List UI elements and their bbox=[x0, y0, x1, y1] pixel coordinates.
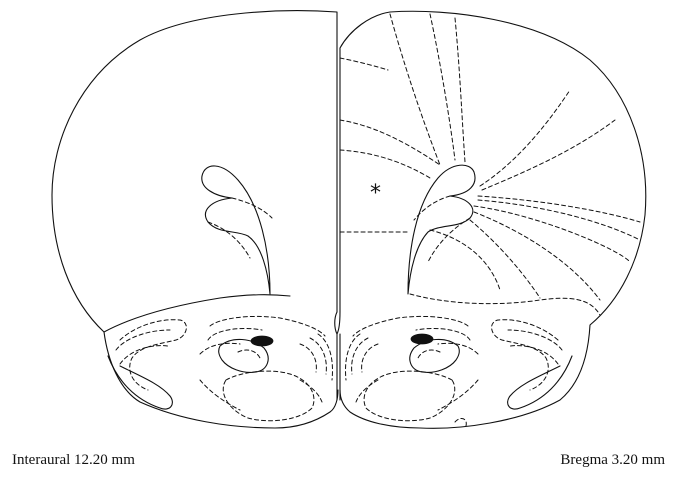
midline-fissure bbox=[335, 312, 340, 334]
right-hemisphere-outline bbox=[340, 11, 646, 428]
right-lateral-ventricle bbox=[408, 165, 475, 294]
right-cortical-area-boundaries bbox=[340, 14, 640, 315]
interaural-caption: Interaural 12.20 mm bbox=[12, 452, 135, 469]
left-ventricle-dashed-wall bbox=[208, 198, 272, 258]
left-dark-nucleus bbox=[251, 336, 273, 346]
coronal-brain-section: * bbox=[0, 0, 675, 440]
left-hemisphere-outline bbox=[52, 11, 338, 428]
right-dark-nucleus bbox=[411, 334, 433, 344]
left-lateral-ventricle bbox=[202, 166, 270, 294]
left-ventral-structures bbox=[108, 316, 332, 420]
marker-asterisk: * bbox=[370, 181, 381, 206]
bregma-caption: Bregma 3.20 mm bbox=[560, 452, 665, 469]
left-cortex-boundary bbox=[104, 295, 290, 332]
